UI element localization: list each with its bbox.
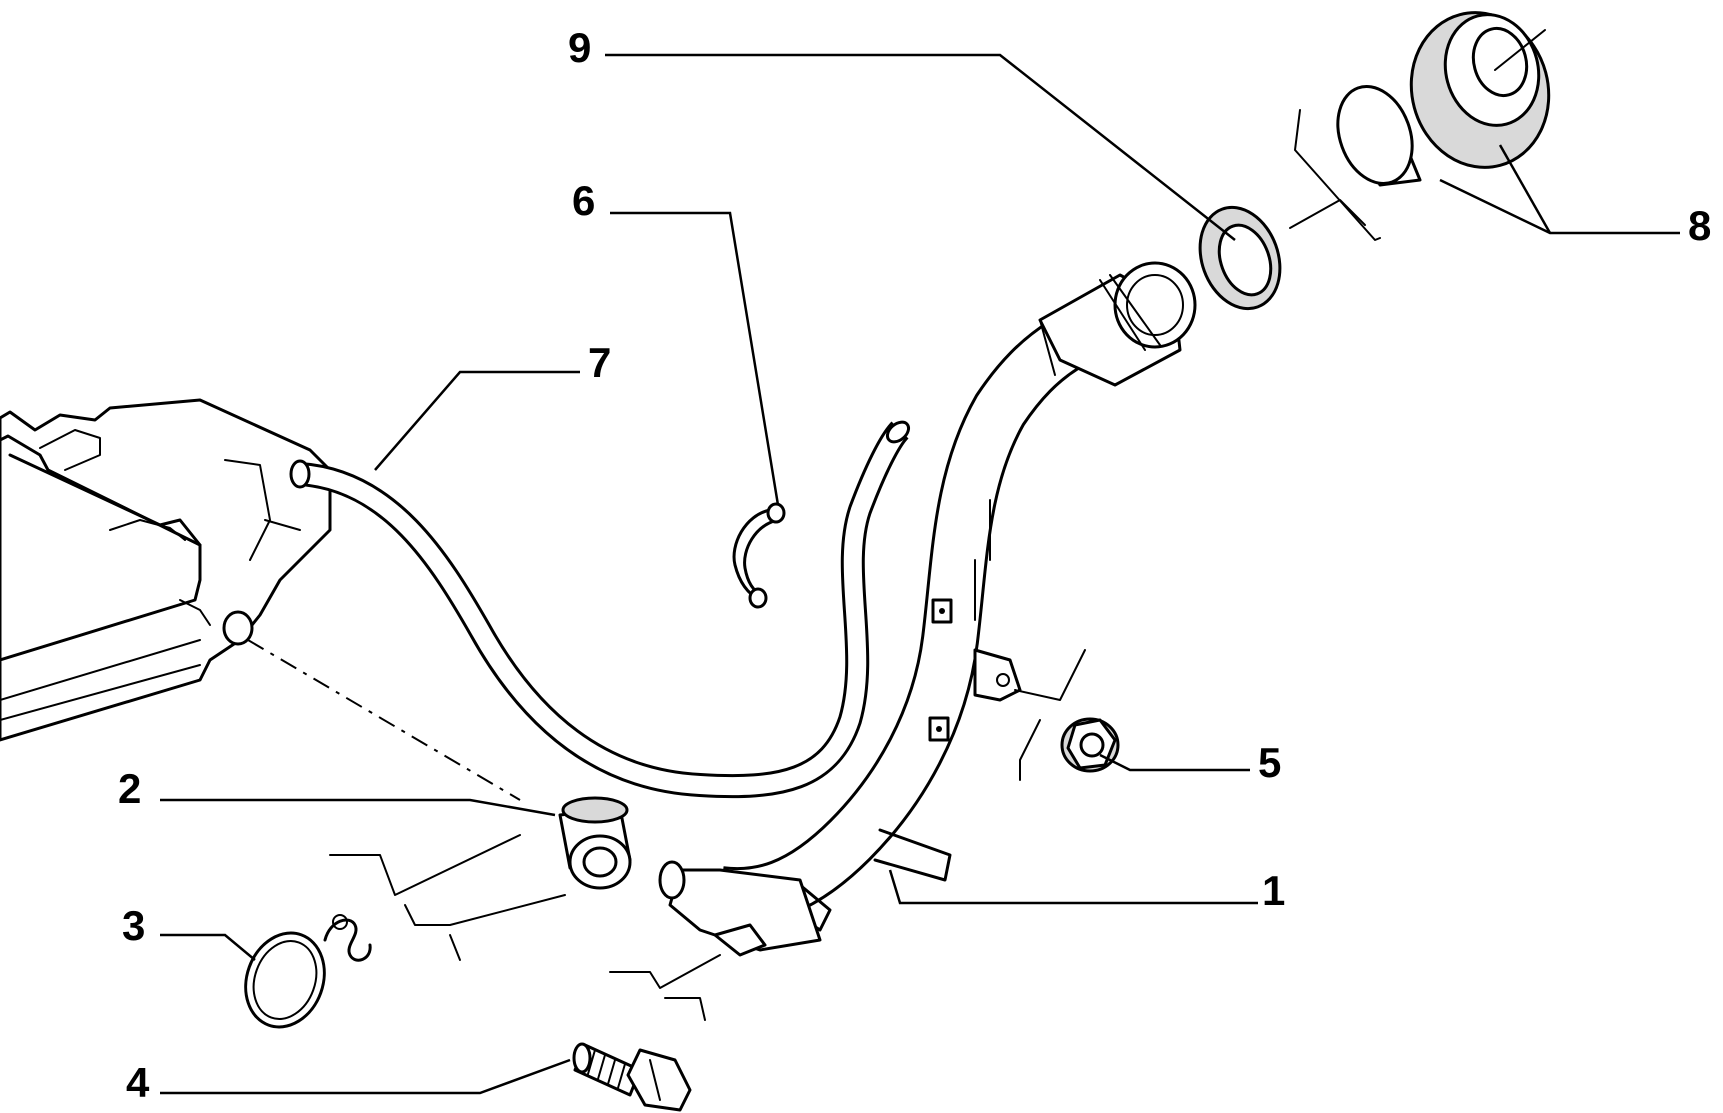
vent-hose-7 <box>289 420 911 799</box>
hose-clip-6 <box>732 502 786 609</box>
filler-neck-1 <box>658 261 1197 957</box>
alignment-line <box>247 639 521 801</box>
callout-numbers: 9 6 7 8 5 1 2 3 4 <box>118 24 1711 1106</box>
filler-cap-8 <box>1336 11 1551 187</box>
seal-ring-9 <box>1198 205 1282 311</box>
callout-2: 2 <box>118 765 141 812</box>
leader-lines <box>160 53 1680 1095</box>
callout-1: 1 <box>1262 867 1285 914</box>
hose-clamp-3 <box>244 914 372 1029</box>
callout-9: 9 <box>568 24 591 71</box>
callout-4: 4 <box>126 1059 150 1106</box>
callout-6: 6 <box>572 177 595 224</box>
fuel-tank <box>0 398 332 742</box>
callout-7: 7 <box>588 339 611 386</box>
callout-8: 8 <box>1688 202 1711 249</box>
rubber-bush-2 <box>558 796 632 890</box>
callout-3: 3 <box>122 902 145 949</box>
flange-nut-5 <box>1060 717 1120 773</box>
callout-5: 5 <box>1258 739 1281 786</box>
bolt-4 <box>572 1042 692 1112</box>
